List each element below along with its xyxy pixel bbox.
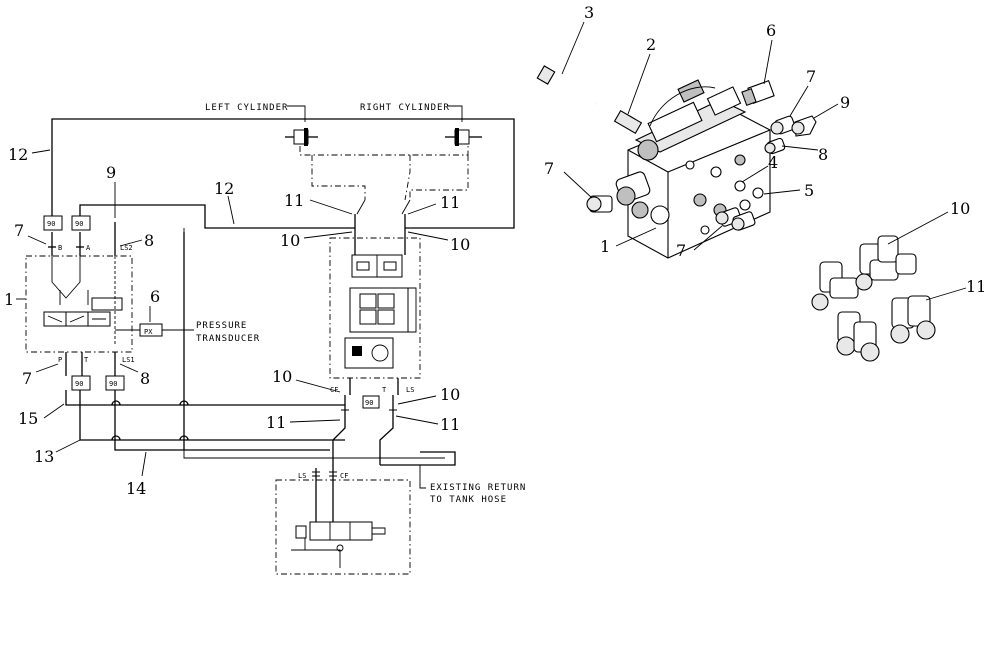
fitting-90-top-right: 90 <box>75 220 83 228</box>
right-cylinder-label: RIGHT CYLINDER <box>360 103 450 113</box>
port-ls-bottom: LS <box>298 472 306 480</box>
callout-14: 14 <box>126 479 146 498</box>
fitting-7-top <box>770 115 796 135</box>
callout-12-left: 12 <box>8 145 28 164</box>
fitting-90-bottom-left: 90 <box>75 380 83 388</box>
transducer-label: TRANSDUCER <box>196 334 260 344</box>
fitting-7-left <box>586 195 613 213</box>
callout-r9: 9 <box>840 93 850 112</box>
port-b: B <box>58 244 62 252</box>
plug-5 <box>752 187 764 199</box>
port-t2: T <box>382 386 387 394</box>
elbow-fittings-10 <box>811 235 917 311</box>
callout-r7-bottom: 7 <box>676 241 686 260</box>
transducer-part <box>741 80 775 106</box>
callout-10-top-right: 10 <box>450 235 470 254</box>
to-tank-hose-label: TO TANK HOSE <box>430 495 507 505</box>
washer-4 <box>734 180 746 192</box>
callout-r7-top: 7 <box>806 67 816 86</box>
fitting-9 <box>791 115 817 137</box>
callout-r2: 2 <box>646 35 656 54</box>
rod <box>536 65 597 105</box>
port-ls1: LS1 <box>122 356 135 364</box>
callout-9: 9 <box>106 163 116 182</box>
callout-1-left: 1 <box>4 290 14 309</box>
callout-r10: 10 <box>950 199 970 218</box>
callout-10-top-left: 10 <box>280 231 300 250</box>
callout-11-bottom-right: 11 <box>440 415 460 434</box>
callout-7-bottom: 7 <box>22 369 32 388</box>
coil <box>615 171 651 206</box>
callout-10-mid-right: 10 <box>440 385 460 404</box>
callout-10-mid-left: 10 <box>272 367 292 386</box>
left-cylinder-label: LEFT CYLINDER <box>205 103 288 113</box>
callout-7-top: 7 <box>14 221 24 240</box>
callout-15: 15 <box>18 409 38 428</box>
callout-11-top-right: 11 <box>440 193 460 212</box>
callout-r4: 4 <box>768 153 778 172</box>
fitting-90-top-left: 90 <box>47 220 55 228</box>
port-p: P <box>58 356 62 364</box>
exploded-view: 3 2 6 7 9 7 4 8 5 1 7 10 11 <box>536 3 986 362</box>
port-cf-bottom: CF <box>340 472 348 480</box>
callout-r5: 5 <box>804 181 814 200</box>
port-px: PX <box>144 328 153 336</box>
left-cylinder-symbol <box>285 128 318 146</box>
callout-6-left: 6 <box>150 287 160 306</box>
fitting-7-bottom <box>715 207 756 231</box>
callout-11-bottom-left: 11 <box>266 413 286 432</box>
fitting-90-bottom-right: 90 <box>109 380 117 388</box>
right-cylinder-symbol <box>445 128 482 146</box>
port-ls2: LS2 <box>120 244 133 252</box>
fitting-90-right: 90 <box>365 399 373 407</box>
port-a: A <box>86 244 91 252</box>
port-t: T <box>84 356 89 364</box>
callout-r1: 1 <box>600 237 610 256</box>
callout-8-bottom: 8 <box>140 369 150 388</box>
callout-r6: 6 <box>766 21 776 40</box>
port-ls: LS <box>406 386 414 394</box>
callout-r7-left: 7 <box>544 159 554 178</box>
callout-8-top: 8 <box>144 231 154 250</box>
callout-12-mid: 12 <box>214 179 234 198</box>
pressure-label: PRESSURE <box>196 321 247 331</box>
fitting-8 <box>764 137 786 155</box>
callout-11-top-left: 11 <box>284 191 304 210</box>
callout-r8: 8 <box>818 145 828 164</box>
schematic: LEFT CYLINDER RIGHT CYLINDER B <box>4 103 526 575</box>
callout-13: 13 <box>34 447 54 466</box>
elbow-fittings-11 <box>836 295 936 362</box>
solenoid-assembly <box>634 79 747 161</box>
sleeve <box>613 110 643 134</box>
callout-r3: 3 <box>584 3 594 22</box>
callout-r11: 11 <box>966 277 986 296</box>
existing-return-label: EXISTING RETURN <box>430 483 526 493</box>
